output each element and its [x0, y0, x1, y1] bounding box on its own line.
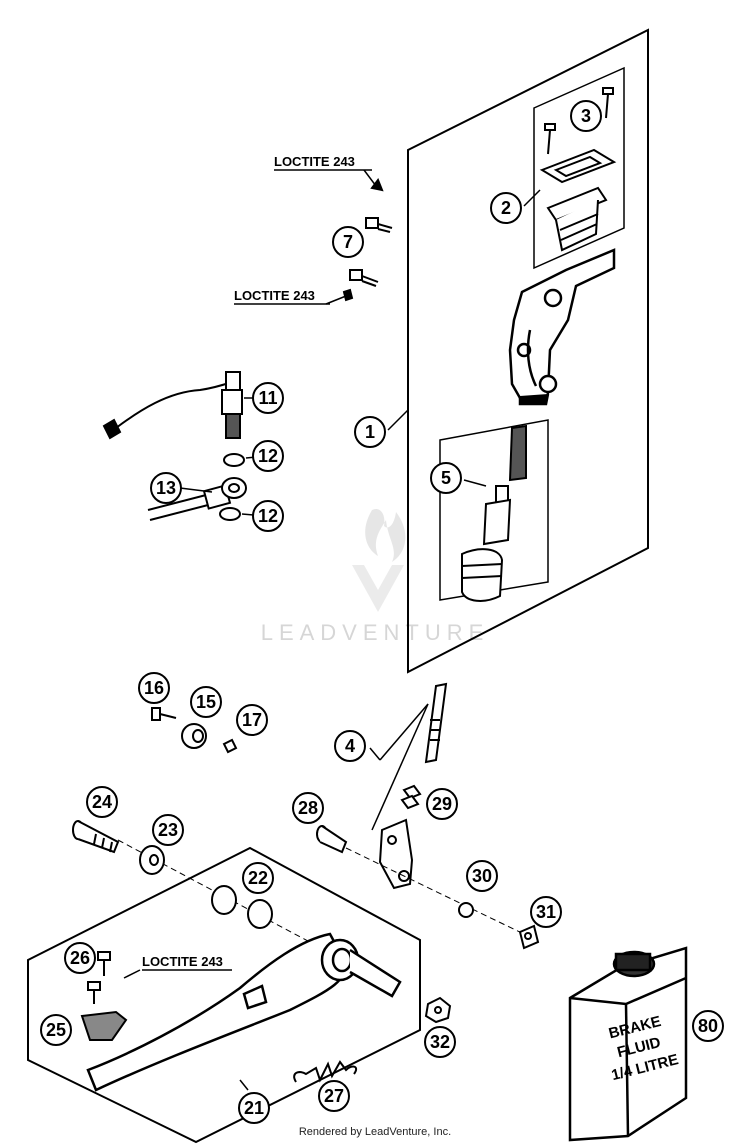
piston-kit [461, 424, 527, 602]
loctite-label: LOCTITE 243 [274, 154, 355, 169]
svg-text:32: 32 [430, 1032, 450, 1052]
svg-text:26: 26 [70, 948, 90, 968]
brake-fluid-can [568, 946, 688, 1142]
cover-screw [544, 87, 614, 155]
svg-text:25: 25 [46, 1020, 66, 1040]
piston-subpanel [439, 419, 549, 601]
svg-text:16: 16 [144, 678, 164, 698]
svg-text:11: 11 [258, 388, 277, 408]
watermark-logo [352, 508, 406, 612]
banjo-hose [147, 477, 247, 521]
screw-16 [151, 707, 177, 721]
svg-text:29: 29 [432, 794, 452, 814]
pin-axis [345, 847, 529, 937]
loctite-label: LOCTITE 243 [234, 288, 315, 303]
clip-31 [518, 924, 540, 950]
nut-17 [222, 738, 238, 754]
callout-26: 26 [64, 942, 96, 974]
svg-text:1: 1 [365, 422, 375, 442]
callout-23: 23 [152, 814, 184, 846]
callout-4: 4 [334, 730, 366, 762]
nut-32 [424, 996, 452, 1024]
reservoir-cover [539, 148, 617, 252]
washer-23-hole [149, 854, 159, 866]
svg-text:27: 27 [324, 1086, 344, 1106]
bushing-22 [211, 885, 237, 915]
callout-15: 15 [190, 686, 222, 718]
callout-16: 16 [138, 672, 170, 704]
bushing-15 [181, 723, 207, 749]
callout-29: 29 [426, 788, 458, 820]
copper-washer [223, 453, 245, 467]
callout-11: 11 [252, 382, 284, 414]
svg-text:22: 22 [248, 868, 268, 888]
bolt-7-lower [342, 269, 379, 302]
callout-27: 27 [318, 1080, 350, 1112]
callout-24: 24 [86, 786, 118, 818]
callout-1: 1 [354, 416, 386, 448]
copper-washer [219, 507, 241, 521]
cover-subpanel [533, 66, 625, 270]
bushing-22 [247, 899, 273, 929]
svg-text:4: 4 [345, 736, 355, 756]
watermark-text: LEADVENTURE [261, 620, 490, 645]
callout-5: 5 [430, 462, 462, 494]
spring-27 [293, 1060, 358, 1083]
callout-17: 17 [236, 704, 268, 736]
svg-text:12: 12 [258, 446, 278, 466]
svg-text:13: 13 [156, 478, 176, 498]
brake-light-switch [102, 371, 243, 440]
svg-text:30: 30 [472, 866, 492, 886]
svg-text:5: 5 [441, 468, 451, 488]
pushrod-bracket [371, 703, 429, 831]
callout-21: 21 [238, 1092, 270, 1124]
svg-text:31: 31 [536, 902, 556, 922]
bolts-26 [87, 951, 111, 1004]
master-cylinder-body [508, 248, 616, 406]
callout-12: 12 [252, 500, 284, 532]
locknut-29 [400, 784, 422, 810]
callout-30: 30 [466, 860, 498, 892]
svg-text:21: 21 [244, 1098, 264, 1118]
clevis [378, 818, 414, 890]
callout-7: 7 [332, 226, 364, 258]
callout-31: 31 [530, 896, 562, 928]
callout-3: 3 [570, 100, 602, 132]
pin-28 [316, 825, 348, 854]
callout-25: 25 [40, 1014, 72, 1046]
loctite-leaders [123, 169, 377, 979]
svg-text:12: 12 [258, 506, 278, 526]
callout-32: 32 [424, 1026, 456, 1058]
svg-text:15: 15 [196, 692, 216, 712]
callout-12: 12 [252, 440, 284, 472]
svg-text:17: 17 [242, 710, 262, 730]
brake-pedal [86, 932, 402, 1092]
pedal-panel [27, 846, 421, 1144]
svg-text:23: 23 [158, 820, 178, 840]
svg-text:7: 7 [343, 232, 353, 252]
footpeg-25 [80, 1010, 128, 1041]
loctite-label: LOCTITE 243 [142, 954, 223, 969]
callout-22: 22 [242, 862, 274, 894]
bolt-24 [72, 820, 120, 854]
footer-credit: Rendered by LeadVenture, Inc. [298, 1126, 452, 1138]
washer-30 [458, 902, 474, 918]
svg-text:80: 80 [698, 1016, 718, 1036]
callout-28: 28 [292, 792, 324, 824]
callout-2: 2 [490, 192, 522, 224]
svg-text:3: 3 [581, 106, 591, 126]
svg-text:2: 2 [501, 198, 511, 218]
callout-80: 80 [692, 1010, 724, 1042]
svg-text:24: 24 [92, 792, 112, 812]
callout-13: 13 [150, 472, 182, 504]
cylinder-panel [407, 28, 649, 674]
pedal-axis [117, 839, 401, 991]
bolt-7-upper [365, 177, 393, 233]
pushrod [424, 682, 448, 764]
svg-text:28: 28 [298, 798, 318, 818]
